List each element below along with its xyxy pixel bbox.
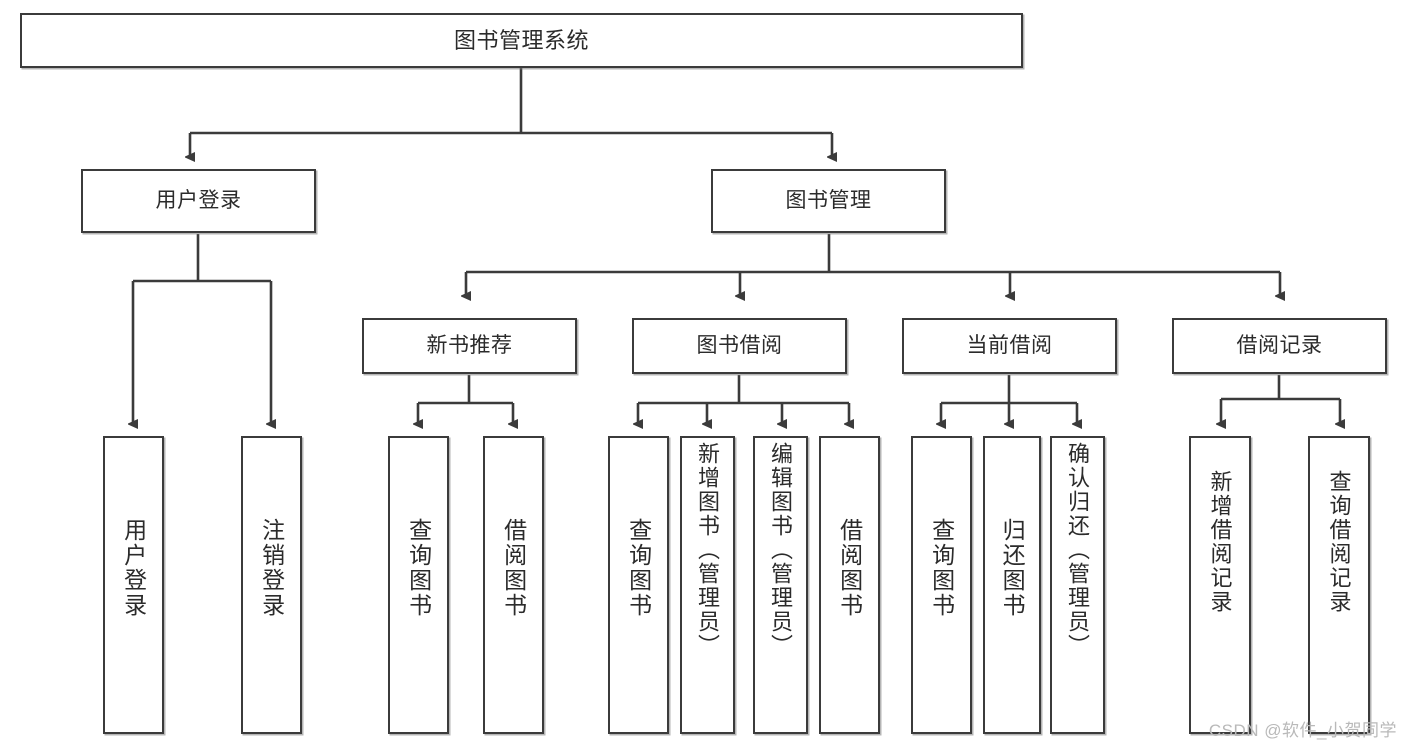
node-borrow-record[interactable]: 借阅记录 [1172, 318, 1387, 374]
node-label: 编辑图书（管理员） [768, 442, 794, 658]
node-new-book-rec[interactable]: 新书推荐 [362, 318, 577, 374]
node-label: 注销登录 [258, 518, 285, 618]
node-user-login[interactable]: 用户登录 [81, 169, 316, 233]
leaf-add-book[interactable]: 新增图书（管理员） [680, 436, 735, 734]
node-book-borrow[interactable]: 图书借阅 [632, 318, 847, 374]
node-label: 新增借阅记录 [1207, 470, 1233, 614]
node-label: 归还图书 [999, 518, 1026, 618]
node-label: 当前借阅 [966, 333, 1053, 357]
node-label: 图书管理 [785, 188, 872, 212]
leaf-borrow-book-2[interactable]: 借阅图书 [819, 436, 880, 734]
node-label: 用户登录 [120, 518, 147, 618]
leaf-user-login[interactable]: 用户登录 [103, 436, 164, 734]
leaf-add-record[interactable]: 新增借阅记录 [1189, 436, 1251, 734]
leaf-confirm-return[interactable]: 确认归还（管理员） [1050, 436, 1105, 734]
leaf-query-book-3[interactable]: 查询图书 [911, 436, 972, 734]
node-label: 图书管理系统 [453, 27, 589, 53]
leaf-query-book-1[interactable]: 查询图书 [388, 436, 449, 734]
leaf-logout[interactable]: 注销登录 [241, 436, 302, 734]
node-book-manage[interactable]: 图书管理 [711, 169, 946, 233]
node-root[interactable]: 图书管理系统 [20, 13, 1023, 68]
node-label: 确认归还（管理员） [1065, 442, 1091, 658]
node-current-borrow[interactable]: 当前借阅 [902, 318, 1117, 374]
node-label: 借阅图书 [500, 518, 527, 618]
watermark: CSDN @软件_小贺同学 [1208, 721, 1397, 740]
node-label: 借阅图书 [836, 518, 863, 618]
node-label: 查询图书 [625, 518, 652, 618]
node-label: 图书借阅 [696, 333, 783, 357]
leaf-borrow-book-1[interactable]: 借阅图书 [483, 436, 544, 734]
node-label: 查询图书 [928, 518, 955, 618]
leaf-query-book-2[interactable]: 查询图书 [608, 436, 669, 734]
leaf-query-record[interactable]: 查询借阅记录 [1308, 436, 1370, 734]
node-label: 查询借阅记录 [1326, 470, 1352, 614]
leaf-return-book[interactable]: 归还图书 [983, 436, 1041, 734]
node-label: 新增图书（管理员） [695, 442, 721, 658]
node-label: 新书推荐 [426, 333, 513, 357]
node-label: 用户登录 [155, 188, 242, 212]
leaf-edit-book[interactable]: 编辑图书（管理员） [753, 436, 808, 734]
node-label: 查询图书 [405, 518, 432, 618]
node-label: 借阅记录 [1236, 333, 1323, 357]
